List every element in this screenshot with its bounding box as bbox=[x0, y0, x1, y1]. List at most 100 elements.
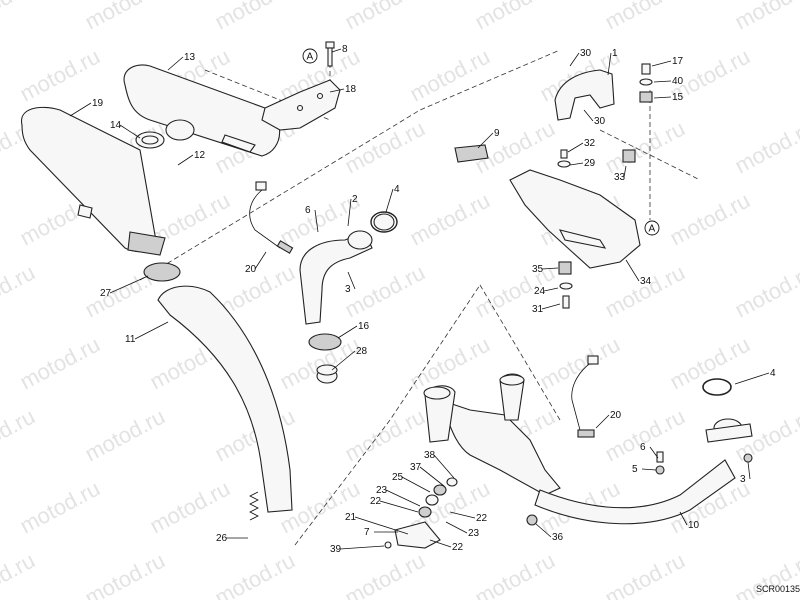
callout-leader-c2 bbox=[347, 198, 352, 227]
rubber-mounts bbox=[418, 477, 458, 518]
callout-leader-c18 bbox=[329, 88, 345, 93]
reference-marker-a-right: A bbox=[644, 220, 660, 236]
front-header-pipe bbox=[299, 213, 395, 325]
rear-header-pipe-part-10 bbox=[534, 418, 753, 525]
watermark-text: motod.ru bbox=[16, 332, 104, 395]
bolt-part-8 bbox=[325, 41, 335, 67]
callout-leaders bbox=[69, 48, 770, 550]
callout-label-34: 34 bbox=[640, 276, 652, 287]
callout-label-7: 7 bbox=[364, 527, 370, 538]
callout-leader-c35 bbox=[541, 267, 559, 270]
watermark-text: motod.ru bbox=[796, 332, 800, 395]
callout-leader-c30a bbox=[569, 52, 580, 67]
callout-leader-c22c bbox=[429, 539, 452, 548]
pad-part-9 bbox=[454, 144, 489, 163]
watermark-text: motod.ru bbox=[601, 0, 689, 34]
callout-label-2: 2 bbox=[352, 194, 358, 205]
callout-label-22: 22 bbox=[370, 496, 382, 507]
callout-leader-c13 bbox=[167, 56, 184, 71]
clamp-part-14 bbox=[135, 131, 165, 149]
callout-leader-c29 bbox=[569, 162, 584, 166]
watermark-text: motod.ru bbox=[0, 260, 39, 323]
watermark-text: motod.ru bbox=[666, 332, 754, 395]
callout-leader-c6b bbox=[649, 446, 659, 459]
callout-leader-c4a bbox=[385, 188, 394, 213]
callout-label-30: 30 bbox=[594, 116, 606, 127]
callout-label-26: 26 bbox=[216, 533, 228, 544]
callout-leader-c10 bbox=[679, 511, 688, 526]
callout-label-37: 37 bbox=[410, 462, 422, 473]
callout-leader-c28 bbox=[331, 350, 356, 371]
callout-leader-c34 bbox=[625, 259, 640, 282]
watermark-text: motod.ru bbox=[0, 548, 39, 600]
watermark-text: motod.ru bbox=[471, 548, 559, 600]
watermark-text: motod.ru bbox=[16, 44, 104, 107]
callout-leader-c12 bbox=[177, 154, 194, 166]
callout-label-8: 8 bbox=[342, 44, 348, 55]
callout-leader-c1 bbox=[607, 52, 612, 76]
callout-label-27: 27 bbox=[100, 288, 112, 299]
callout-leader-c4b bbox=[734, 372, 770, 385]
callout-leader-c39 bbox=[339, 545, 385, 550]
watermark-text: motod.ru bbox=[146, 476, 234, 539]
callout-leader-c6a bbox=[314, 209, 319, 233]
callout-label-12: 12 bbox=[194, 150, 206, 161]
watermark-text: motod.ru bbox=[81, 548, 169, 600]
bracket-part-18 bbox=[261, 79, 341, 131]
heat-shield-part-34 bbox=[509, 169, 641, 269]
watermark-text: motod.ru bbox=[406, 332, 494, 395]
callout-leader-c37 bbox=[419, 466, 445, 487]
callout-leader-c11 bbox=[134, 321, 169, 340]
watermark-text: motod.ru bbox=[16, 476, 104, 539]
watermark-text: motod.ru bbox=[341, 0, 429, 34]
callout-labels: 1233445667891011121314151617181920202122… bbox=[92, 44, 776, 555]
drawing-code: SCR00135 bbox=[756, 584, 800, 594]
callout-leader-c21 bbox=[354, 516, 409, 535]
callout-leader-c31 bbox=[541, 303, 561, 310]
watermark-text: motod.ru bbox=[666, 188, 754, 251]
watermark-text: motod.ru bbox=[211, 548, 299, 600]
watermark-text: motod.ru bbox=[0, 0, 39, 34]
watermark-text: motod.ru bbox=[341, 116, 429, 179]
callout-leader-c3b bbox=[747, 461, 751, 480]
central-silencer-collector bbox=[423, 373, 561, 496]
silencer-lower-part bbox=[21, 106, 166, 256]
callout-label-31: 31 bbox=[532, 304, 544, 315]
watermark-text: motod.ru bbox=[471, 0, 559, 34]
gasket-front-part-4 bbox=[370, 211, 398, 233]
callout-label-20: 20 bbox=[245, 264, 257, 275]
callout-leader-c32 bbox=[567, 142, 584, 153]
hardware-stack-right bbox=[639, 63, 653, 103]
callout-label-40: 40 bbox=[672, 76, 684, 87]
watermark-text: motod.ru bbox=[796, 476, 800, 539]
callout-leader-c30b bbox=[583, 109, 594, 122]
callout-label-22: 22 bbox=[476, 513, 488, 524]
callout-label-6: 6 bbox=[305, 205, 311, 216]
reference-marker-a-top: A bbox=[302, 48, 318, 64]
callout-leader-c36 bbox=[535, 523, 552, 538]
fasteners-32-29-33 bbox=[557, 149, 636, 168]
sleeve-part-28 bbox=[316, 364, 338, 384]
svg-text:A: A bbox=[649, 224, 656, 235]
callout-label-4: 4 bbox=[770, 368, 776, 379]
callout-label-20: 20 bbox=[610, 410, 622, 421]
callout-label-5: 5 bbox=[632, 464, 638, 475]
callout-leader-c22a bbox=[379, 500, 419, 513]
callout-label-15: 15 bbox=[672, 92, 684, 103]
callout-label-19: 19 bbox=[92, 98, 104, 109]
callout-leader-c23a bbox=[385, 489, 421, 507]
bracket-part-1 bbox=[554, 69, 615, 121]
callout-leader-c20a bbox=[254, 251, 267, 270]
callout-label-21: 21 bbox=[345, 512, 357, 523]
callout-label-1: 1 bbox=[612, 48, 618, 59]
callout-leader-c3a bbox=[347, 271, 356, 290]
watermark-text: motod.ru bbox=[341, 548, 429, 600]
lambda-sensor-left bbox=[249, 181, 294, 254]
clamp-part-16 bbox=[308, 333, 342, 351]
callout-label-13: 13 bbox=[184, 52, 196, 63]
callout-label-23: 23 bbox=[376, 485, 388, 496]
fasteners-35-24-31 bbox=[558, 261, 573, 309]
nut-part-36 bbox=[526, 514, 538, 526]
watermark-text: motod.ru bbox=[796, 44, 800, 107]
